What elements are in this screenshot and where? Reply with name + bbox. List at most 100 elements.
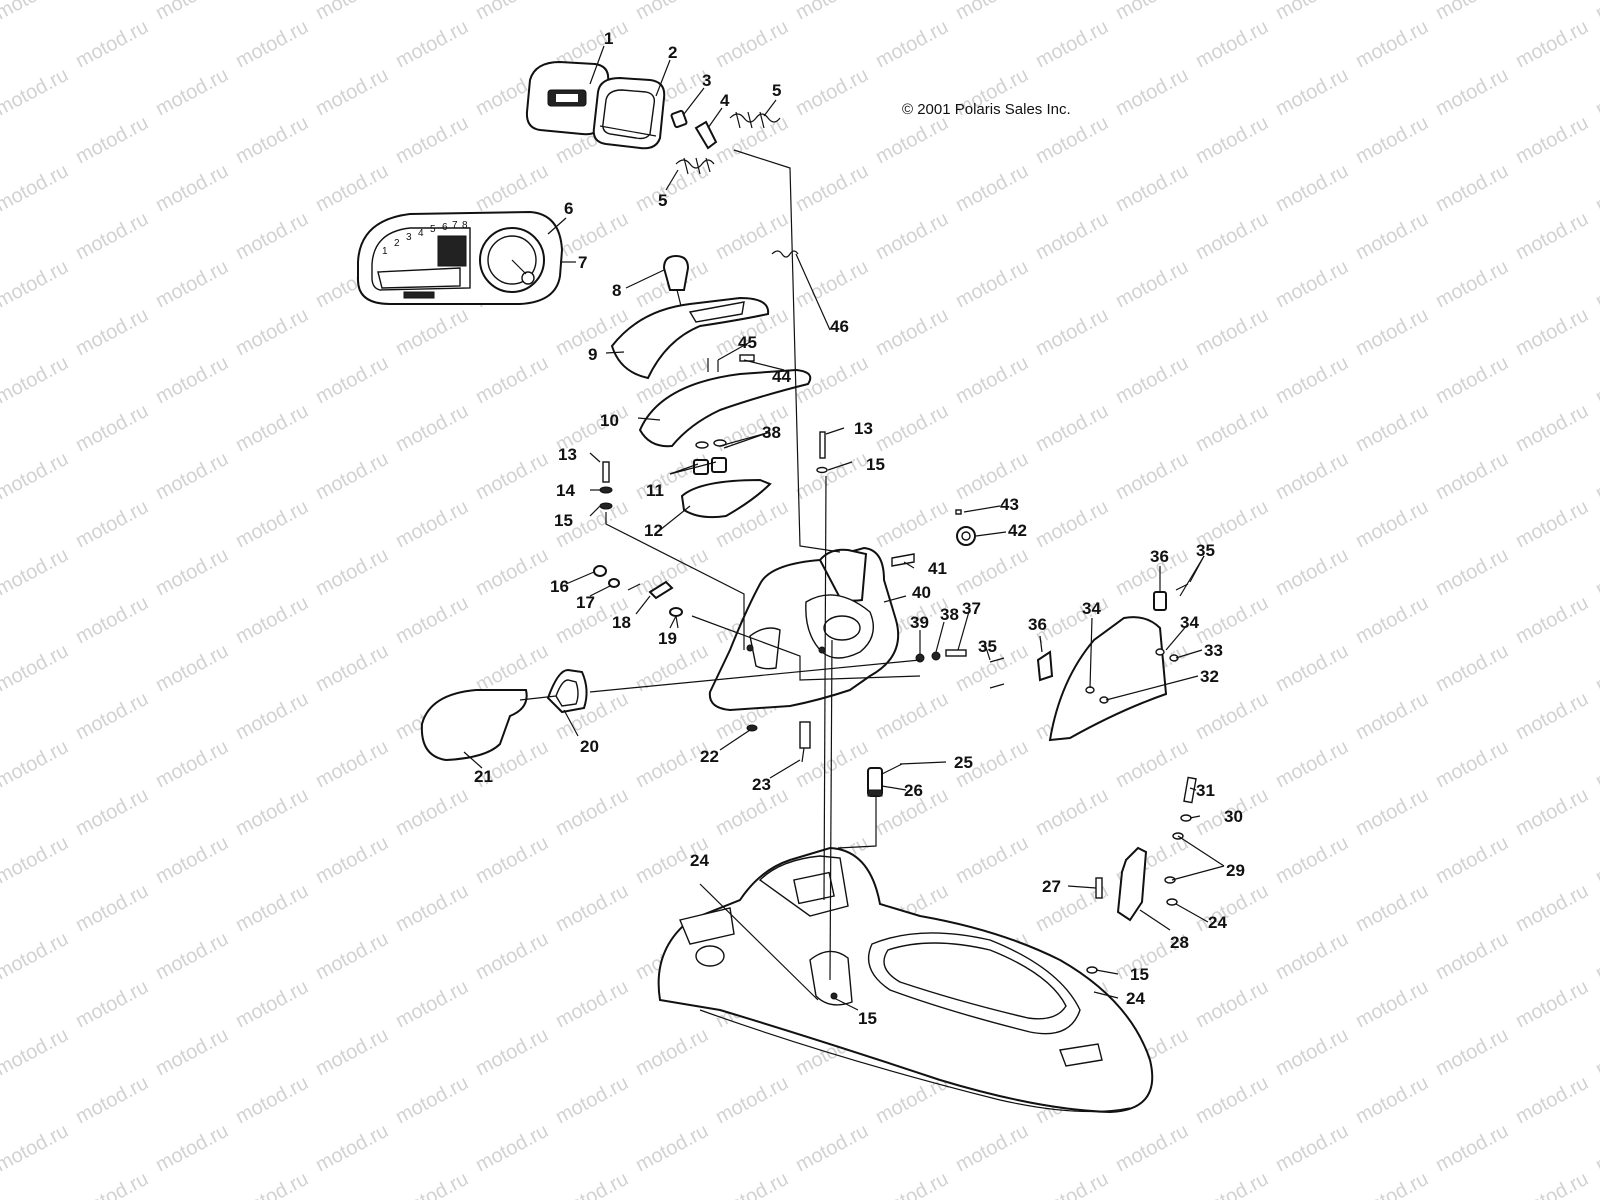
watermark-text: motod.ru (392, 304, 472, 360)
watermark-text: motod.ru (632, 1120, 712, 1176)
watermark-text: motod.ru (1352, 208, 1432, 264)
callout-37: 37 (962, 599, 981, 618)
callout-38-console: 38 (940, 605, 959, 624)
watermark-text: motod.ru (0, 448, 72, 504)
watermark-text: motod.ru (1512, 208, 1592, 264)
watermark-text: motod.ru (472, 640, 552, 696)
watermark-text: motod.ru (1272, 160, 1352, 216)
part-center-springs (707, 250, 799, 372)
callout-5-lower: 5 (658, 191, 667, 210)
watermark-text: motod.ru (0, 1120, 72, 1176)
gauge-digit: 3 (406, 232, 412, 243)
watermark-text: motod.ru (472, 448, 552, 504)
watermark-text: motod.ru (232, 496, 312, 552)
watermark-text: motod.ru (952, 1120, 1032, 1176)
watermark-text: motod.ru (1032, 208, 1112, 264)
watermark-text: motod.ru (472, 832, 552, 888)
part-fastener-row (915, 649, 967, 663)
part-small-hardware (593, 565, 683, 629)
watermark-text: motod.ru (1352, 112, 1432, 168)
watermark-text: motod.ru (712, 208, 792, 264)
watermark-text: motod.ru (552, 784, 632, 840)
callout-labels: 1 2 3 4 5 5 6 7 8 9 10 11 12 13 13 14 15… (474, 29, 1245, 1028)
gauge-digit: 7 (452, 220, 458, 231)
watermark-text: motod.ru (1512, 688, 1592, 744)
watermark-text: motod.ru (152, 0, 232, 24)
watermark-text: motod.ru (1192, 304, 1272, 360)
callout-43: 43 (1000, 495, 1019, 514)
callout-29: 29 (1226, 861, 1245, 880)
watermark-text: motod.ru (1592, 640, 1600, 696)
callout-27: 27 (1042, 877, 1061, 896)
watermark-text: motod.ru (1592, 1024, 1600, 1080)
watermark-text: motod.ru (152, 544, 232, 600)
watermark-text: motod.ru (232, 208, 312, 264)
callout-39: 39 (910, 613, 929, 632)
watermark-text: motod.ru (232, 400, 312, 456)
callout-34-left: 34 (1082, 599, 1101, 618)
watermark-text: motod.ru (72, 16, 152, 72)
watermark-text: motod.ru (1272, 64, 1352, 120)
part-console-housing (708, 546, 900, 712)
watermark-text: motod.ru (872, 1168, 952, 1200)
watermark-text: motod.ru (872, 112, 952, 168)
watermark-text: motod.ru (152, 832, 232, 888)
part-hull-deck (657, 846, 1154, 1114)
watermark-text: motod.ru (872, 496, 952, 552)
watermark-text: motod.ru (472, 544, 552, 600)
gauge-digit: 6 (442, 222, 448, 233)
watermark-text: motod.ru (232, 112, 312, 168)
watermark-text: motod.ru (232, 784, 312, 840)
watermark-text: motod.ru (1272, 256, 1352, 312)
watermark-text: motod.ru (1112, 160, 1192, 216)
watermark-text: motod.ru (232, 880, 312, 936)
callout-45: 45 (738, 333, 757, 352)
gauge-digit: 4 (418, 228, 424, 239)
watermark-text: motod.ru (1272, 928, 1352, 984)
watermark-text: motod.ru (0, 736, 72, 792)
watermark-text: motod.ru (232, 976, 312, 1032)
watermark-text: motod.ru (952, 160, 1032, 216)
watermark-text: motod.ru (1512, 496, 1592, 552)
watermark-text: motod.ru (0, 352, 72, 408)
watermark-text: motod.ru (312, 1120, 392, 1176)
watermark-text: motod.ru (72, 880, 152, 936)
watermark-text: motod.ru (952, 544, 1032, 600)
callout-46: 46 (830, 317, 849, 336)
callout-21: 21 (474, 767, 493, 786)
watermark-text: motod.ru (1352, 400, 1432, 456)
watermark-text: motod.ru (1512, 112, 1592, 168)
watermark-text: motod.ru (1112, 256, 1192, 312)
watermark-text: motod.ru (632, 160, 712, 216)
callout-13-left: 13 (558, 445, 577, 464)
watermark-text: motod.ru (392, 112, 472, 168)
watermark-text: motod.ru (872, 208, 952, 264)
watermark-text: motod.ru (1192, 1168, 1272, 1200)
watermark-text: motod.ru (1432, 160, 1512, 216)
watermark-text: motod.ru (472, 352, 552, 408)
watermark-text: motod.ru (312, 928, 392, 984)
watermark-text: motod.ru (0, 640, 72, 696)
watermark-text: motod.ru (312, 832, 392, 888)
part-screw-stack-right (816, 431, 828, 474)
watermark-text: motod.ru (1112, 64, 1192, 120)
callout-35-left: 35 (978, 637, 997, 656)
watermark-text: motod.ru (552, 1072, 632, 1128)
watermark-text: motod.ru (1432, 256, 1512, 312)
callout-30: 30 (1224, 807, 1243, 826)
watermark-text: motod.ru (1192, 1072, 1272, 1128)
watermark-text: motod.ru (72, 112, 152, 168)
watermark-text: motod.ru (712, 16, 792, 72)
watermark-text: motod.ru (1272, 352, 1352, 408)
watermark-text: motod.ru (1432, 448, 1512, 504)
callout-24-bracket: 24 (1208, 913, 1227, 932)
watermark-text: motod.ru (392, 496, 472, 552)
watermark-text: motod.ru (1592, 928, 1600, 984)
watermark-text: motod.ru (72, 304, 152, 360)
watermark-text: motod.ru (952, 0, 1032, 24)
part-plate (680, 478, 772, 519)
watermark-text: motod.ru (1352, 688, 1432, 744)
watermark-text: motod.ru (552, 1168, 632, 1200)
callout-36-right: 36 (1150, 547, 1169, 566)
watermark-text: motod.ru (1432, 1120, 1512, 1176)
